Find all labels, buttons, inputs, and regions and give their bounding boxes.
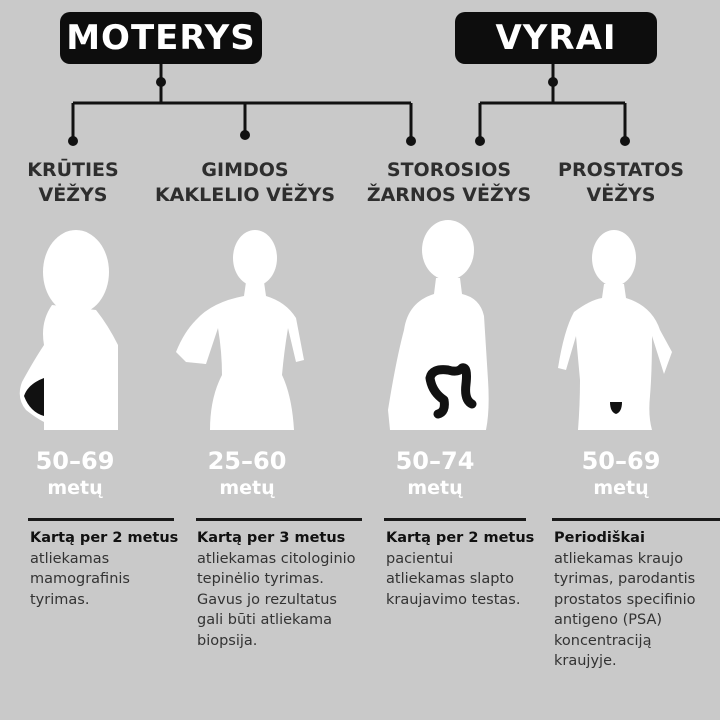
group-label-women: MOTERYS xyxy=(60,12,262,64)
node-men-top xyxy=(548,77,558,87)
cancer-title-cervical-line1: GIMDOS xyxy=(201,159,289,181)
cancer-title-prostate-line2: VĖŽYS xyxy=(586,184,656,206)
man-figure xyxy=(558,230,672,430)
divider-prostate xyxy=(552,518,720,521)
cancer-title-colon-line1: STOROSIOS xyxy=(386,159,512,181)
description-cervical: atliekamas citologinio tepinėlio tyrimas… xyxy=(197,550,356,649)
breast-figure xyxy=(19,230,118,430)
divider-colon xyxy=(384,518,526,521)
age-unit-cervical: metų xyxy=(219,477,275,499)
cancer-title-breast-line2: VĖŽYS xyxy=(38,184,108,206)
age-range-cervical: 25–60 xyxy=(207,447,287,475)
age-prostate: 50–69 metų xyxy=(546,446,696,500)
age-breast: 50–69 metų xyxy=(0,446,150,500)
divider-cervical xyxy=(196,518,362,521)
prostate-organ-icon xyxy=(610,402,622,414)
frequency-cervical: Kartą per 3 metus xyxy=(197,530,346,546)
age-unit-prostate: metų xyxy=(593,477,649,499)
description-prostate: atliekamas kraujo tyrimas, parodantis pr… xyxy=(554,550,696,670)
node-colon-men xyxy=(475,136,485,146)
cancer-title-prostate-line1: PROSTATOS xyxy=(558,159,684,181)
cancer-title-prostate: PROSTATOS VĖŽYS xyxy=(526,158,716,208)
age-range-prostate: 50–69 xyxy=(581,447,661,475)
cancer-title-breast-line1: KRŪTIES xyxy=(27,159,119,181)
info-colon: Kartą per 2 metus pacientui atliekamas s… xyxy=(386,528,536,610)
breast-organ-icon xyxy=(24,378,44,416)
age-unit-colon: metų xyxy=(407,477,463,499)
age-cervical: 25–60 metų xyxy=(172,446,322,500)
info-breast: Kartą per 2 metus atliekamas mamografini… xyxy=(30,528,180,610)
age-unit-breast: metų xyxy=(47,477,103,499)
cancer-title-cervical-line2: KAKLELIO VĖŽYS xyxy=(154,184,336,206)
age-range-colon: 50–74 xyxy=(395,447,475,475)
age-range-breast: 50–69 xyxy=(35,447,115,475)
node-prostate xyxy=(620,136,630,146)
cancer-title-colon: STOROSIOS ŽARNOS VĖŽYS xyxy=(354,158,544,208)
divider-breast xyxy=(28,518,174,521)
woman-figure xyxy=(176,230,304,430)
description-colon: pacientui atliekamas slapto kraujavimo t… xyxy=(386,550,521,608)
info-prostate: Periodiškai atliekamas kraujo tyrimas, p… xyxy=(554,528,720,672)
age-colon: 50–74 metų xyxy=(360,446,510,500)
node-colon-women xyxy=(406,136,416,146)
info-cervical: Kartą per 3 metus atliekamas citologinio… xyxy=(197,528,372,651)
description-breast: atliekamas mamografinis tyrimas. xyxy=(30,550,130,608)
group-label-men: VYRAI xyxy=(455,12,657,64)
node-cervical xyxy=(240,130,250,140)
colon-organ-icon xyxy=(425,363,477,419)
frequency-colon: Kartą per 2 metus xyxy=(386,530,535,546)
frequency-breast: Kartą per 2 metus xyxy=(30,530,179,546)
frequency-prostate: Periodiškai xyxy=(554,530,645,546)
node-breast xyxy=(68,136,78,146)
node-women-top xyxy=(156,77,166,87)
cancer-title-colon-line2: ŽARNOS VĖŽYS xyxy=(366,184,532,206)
cancer-title-cervical: GIMDOS KAKLELIO VĖŽYS xyxy=(150,158,340,208)
cancer-title-breast: KRŪTIES VĖŽYS xyxy=(0,158,168,208)
